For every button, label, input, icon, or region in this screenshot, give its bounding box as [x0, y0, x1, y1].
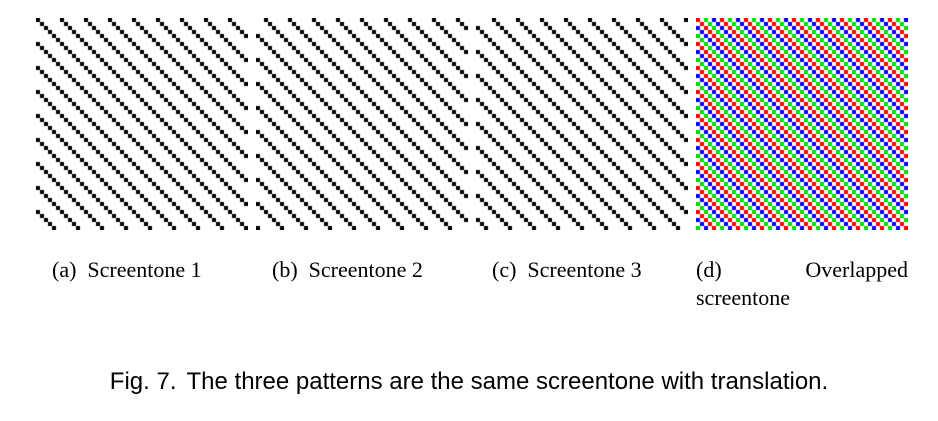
subcaption-a: (a) Screentone 1	[52, 256, 202, 284]
subcaption-d-label: (d)	[696, 257, 722, 282]
figure-caption: Fig. 7. The three patterns are the same s…	[0, 367, 938, 397]
subcaption-a-label: (a)	[52, 257, 77, 282]
subcaption-c: (c) Screentone 3	[492, 256, 642, 284]
figure-number: Fig. 7.	[109, 368, 177, 395]
subcaption-d-name-line2: screentone	[696, 285, 791, 310]
subcaption-c-name: Screentone 3	[527, 257, 642, 282]
subcaption-d: (d) Overlapped screentone	[696, 256, 908, 312]
subcaption-c-label: (c)	[492, 257, 517, 282]
screentone-3-pattern	[476, 18, 688, 230]
screentone-2-pattern	[256, 18, 468, 230]
subcaption-b-name: Screentone 2	[308, 257, 423, 282]
subcaption-b: (b) Screentone 2	[272, 256, 423, 284]
subcaption-b-label: (b)	[272, 257, 298, 282]
subcaption-d-name-line1: Overlapped	[805, 257, 908, 282]
figure-caption-text: The three patterns are the same screento…	[186, 368, 829, 395]
screentone-1-pattern	[36, 18, 248, 230]
overlapped-screentone-pattern	[696, 18, 908, 230]
subcaption-a-name: Screentone 1	[87, 257, 202, 282]
